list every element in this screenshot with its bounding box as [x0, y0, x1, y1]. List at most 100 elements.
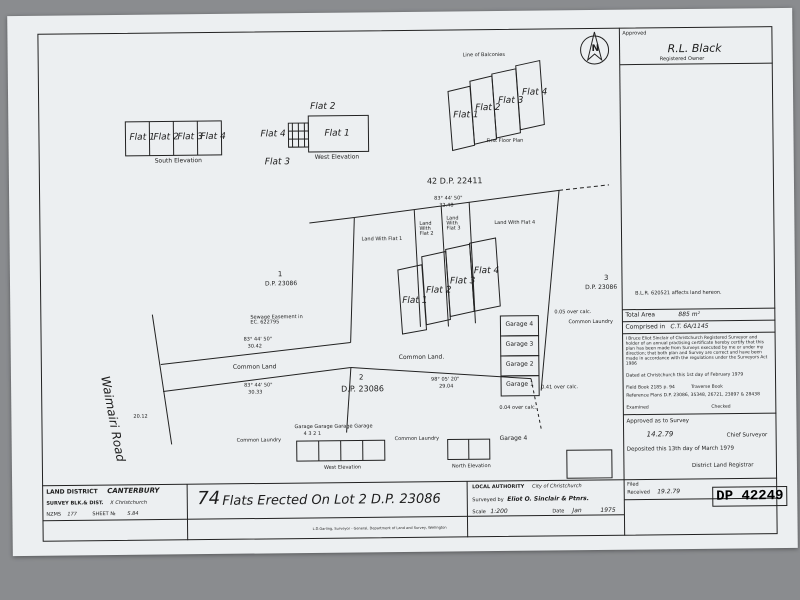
garage-4-label: Garage 4: [505, 320, 534, 328]
west-elevation-bottom: West Elevation: [323, 464, 362, 471]
sheet-value: S.84: [127, 510, 139, 517]
common-land-left: Common Land: [232, 363, 277, 371]
registered-owner-label: Registered Owner: [659, 55, 705, 63]
garage-row-nums: 4 3 2 1: [303, 430, 322, 438]
lot-2-dp: D.P. 23086: [341, 384, 384, 394]
date-label: Date: [552, 508, 565, 515]
land-flat-4-label: Land With Flat 4: [494, 219, 536, 227]
over-calc-2: 0.41 over calc.: [541, 384, 579, 391]
common-land-mid: Common Land.: [398, 353, 445, 362]
west-elevation-label: West Elevation: [314, 153, 360, 161]
ffp-flat-2: Flat 2: [475, 102, 501, 114]
garage-4-elev-label: Garage 4: [499, 434, 528, 442]
certificate-text: I Bruce Eliot Sinclair of Christchurch R…: [625, 335, 768, 367]
west-elev-flat-1: Flat 1: [324, 128, 350, 139]
blr-note: B.L.R. 620521 affects land hereon.: [635, 289, 722, 297]
survey-plan-sheet: N Flat 1 Flat 2 Flat 3 Flat 4 South Elev…: [7, 7, 798, 557]
north-arrow-label: N: [591, 43, 600, 55]
west-elev-flat-3: Flat 3: [264, 157, 291, 168]
bearing-3: 98° 05' 20": [430, 376, 460, 383]
approved-label: Approved: [622, 30, 647, 37]
lot-2-label: 2: [358, 373, 364, 382]
comprised-value: C.T. 6A/1145: [670, 322, 709, 331]
district-registrar-label: District Land Registrar: [691, 462, 754, 469]
west-elev-flat-2: Flat 2: [310, 101, 336, 112]
scale-value: 1:200: [490, 507, 508, 516]
survey-blk-label: SURVEY BLK.& DIST.: [46, 500, 104, 507]
bearing-2: 83° 44' 50": [244, 382, 273, 389]
dp-top-label: 42 D.P. 22411: [426, 176, 483, 186]
dist-2: 30.33: [248, 389, 263, 396]
owner-signature: R.L. Black: [667, 41, 722, 56]
plan-flat-4: Flat 4: [473, 265, 500, 277]
lot-3-label: 3: [603, 273, 609, 282]
common-laundry-right: Common Laundry: [568, 318, 613, 326]
west-elev-flat-4: Flat 4: [260, 129, 286, 140]
checked-label: Checked: [711, 404, 731, 410]
lot-3-dp: D.P. 23086: [585, 283, 618, 292]
north-elevation-label: North Elevation: [451, 463, 491, 470]
approved-survey-label: Approved as to Survey: [626, 418, 690, 425]
plan-flat-1: Flat 1: [402, 295, 428, 307]
nzms-label: NZMS: [46, 511, 62, 518]
lot-1-dp: D.P. 23086: [264, 280, 298, 288]
ffp-flat-3: Flat 3: [498, 95, 524, 106]
common-laundry-bottom: Common Laundry: [394, 435, 440, 443]
date-value: Jan: [572, 507, 582, 515]
dist-1: 30.42: [247, 343, 263, 350]
bearing-1: 83° 44' 50": [243, 336, 273, 343]
ffp-flat-4: Flat 4: [521, 87, 548, 98]
line-of-balconies-label: Line of Balconies: [462, 51, 506, 59]
local-authority-value: City of Christchurch: [532, 483, 582, 490]
scale-label: Scale: [472, 509, 486, 516]
total-area-value: 885 m²: [678, 310, 701, 319]
over-calc-3: 0.04 over calc.: [499, 404, 537, 411]
south-elev-flat-2: Flat 2: [153, 132, 179, 143]
plan-title: Flats Erected On Lot 2 D.P. 23086: [222, 491, 441, 509]
year-value: 1975: [600, 506, 616, 514]
received-value: 19.2.79: [657, 488, 681, 496]
plan-flat-3: Flat 3: [449, 276, 476, 287]
local-authority-label: LOCAL AUTHORITY: [472, 483, 525, 491]
distance-top: 32.48: [439, 202, 454, 209]
lot-1-label: 1: [277, 270, 283, 279]
nzms-value: 177: [67, 511, 77, 518]
dist-3: 29.04: [439, 383, 454, 390]
land-flat-1-label: Land With Flat 1: [361, 235, 403, 243]
comprised-label: Comprised in: [625, 323, 666, 331]
garage-3-label: Garage 3: [505, 340, 534, 348]
field-book: Field Book 2185 p. 94: [626, 385, 675, 391]
land-flat-3-label: Land With Flat 3: [446, 215, 461, 232]
garage-row-label: Garage Garage Garage Garage: [294, 423, 373, 431]
common-laundry-left: Common Laundry: [236, 437, 282, 444]
deposited-label: Deposited this 13th day of March 1979: [626, 445, 735, 453]
garage-1-label: Garage 1: [506, 380, 534, 388]
chief-surveyor-label: Chief Surveyor: [726, 432, 768, 439]
traverse-book: Traverse Book: [691, 384, 723, 390]
first-floor-plan-label: First Floor Plan: [486, 137, 524, 145]
total-area-label: Total Area: [625, 311, 656, 319]
approved-survey-date: 14.2.79: [646, 430, 674, 439]
over-calc-1: 0.05 over calc.: [554, 309, 592, 316]
land-district-label: LAND DISTRICT: [46, 488, 98, 496]
land-district-value: CANTERBURY: [107, 486, 160, 496]
plan-drawing: [42, 27, 778, 541]
south-elev-flat-4: Flat 4: [200, 131, 226, 143]
survey-blk-value: X Christchurch: [110, 499, 148, 507]
surveyed-by-label: Surveyed by: [472, 496, 504, 504]
title-prefix: 74: [197, 487, 221, 510]
surveyed-by-value: Eliot O. Sinclair & Ptnrs.: [507, 495, 590, 503]
dp-number-stamp: DP 42249: [712, 485, 788, 507]
south-elevation-label: South Elevation: [154, 157, 202, 165]
sheet-label: SHEET №: [92, 511, 116, 518]
bearing-top: 83° 44' 50": [434, 195, 463, 202]
examined-label: Examined: [626, 405, 649, 411]
received-label: Received: [627, 489, 650, 496]
plan-flat-2: Flat 2: [426, 285, 452, 296]
road-width: 20.12: [133, 413, 148, 420]
filed-label: Filed: [627, 481, 639, 488]
sewage-easement-label: Sewage Easement in EC. 622795: [250, 314, 303, 326]
garage-2-label: Garage 2: [505, 360, 534, 368]
south-elev-flat-1: Flat 1: [129, 132, 155, 143]
south-elev-flat-3: Flat 3: [177, 132, 203, 143]
